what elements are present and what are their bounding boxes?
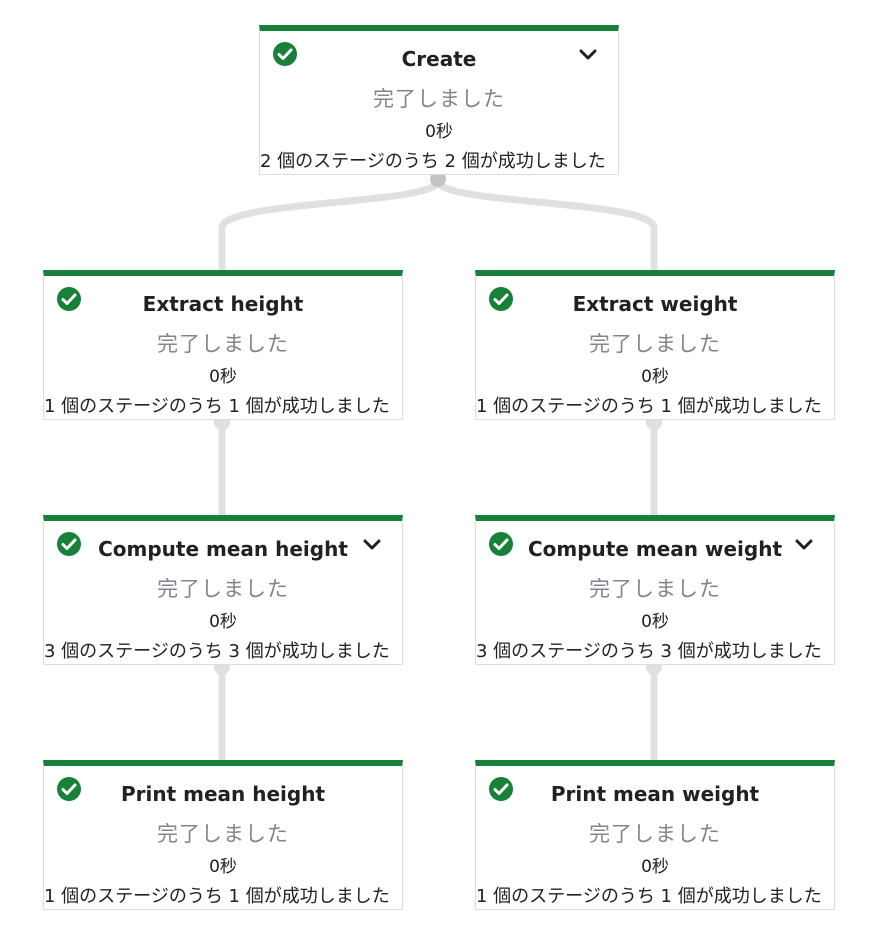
node-stage-progress: 1 個のステージのうち 1 個が成功しました: [44, 396, 390, 417]
node-status: 完了しました: [157, 332, 289, 356]
node-title: Create: [401, 47, 477, 71]
node-duration: 0秒: [425, 122, 453, 142]
pipeline-node-compute-mean-height[interactable]: Compute mean height 完了しました 0秒 3 個のステージのう…: [43, 515, 403, 665]
check-circle-icon: [489, 532, 513, 556]
node-stage-progress: 3 個のステージのうち 3 個が成功しました: [476, 641, 822, 662]
node-duration: 0秒: [209, 857, 237, 877]
node-status: 完了しました: [589, 332, 721, 356]
check-circle-icon: [57, 532, 81, 556]
check-circle-icon: [57, 287, 81, 311]
pipeline-node-compute-mean-weight[interactable]: Compute mean weight 完了しました 0秒 3 個のステージのう…: [475, 515, 835, 665]
node-stage-progress: 3 個のステージのうち 3 個が成功しました: [44, 641, 390, 662]
edge-create-to-extract-height: [218, 179, 442, 270]
pipeline-node-extract-height[interactable]: Extract height 完了しました 0秒 1 個のステージのうち 1 個…: [43, 270, 403, 420]
edge-create-to-extract-weight: [434, 179, 658, 270]
node-duration: 0秒: [641, 367, 669, 387]
chevron-down-icon[interactable]: [578, 48, 598, 62]
pipeline-node-create[interactable]: Create 完了しました 0秒 2 個のステージのうち 2 個が成功しました: [259, 25, 619, 175]
node-duration: 0秒: [209, 367, 237, 387]
pipeline-node-print-mean-height[interactable]: Print mean height 完了しました 0秒 1 個のステージのうち …: [43, 760, 403, 910]
edge-port-create: [430, 171, 446, 187]
node-stage-progress: 2 個のステージのうち 2 個が成功しました: [260, 151, 606, 172]
node-duration: 0秒: [641, 857, 669, 877]
check-circle-icon: [57, 777, 81, 801]
check-circle-icon: [489, 287, 513, 311]
node-stage-progress: 1 個のステージのうち 1 個が成功しました: [476, 886, 822, 907]
node-duration: 0秒: [641, 612, 669, 632]
node-title: Print mean height: [120, 782, 325, 806]
node-status: 完了しました: [373, 87, 505, 111]
node-duration: 0秒: [209, 612, 237, 632]
node-stage-progress: 1 個のステージのうち 1 個が成功しました: [44, 886, 390, 907]
node-title: Print mean weight: [550, 782, 760, 806]
node-title: Compute mean weight: [527, 537, 782, 561]
node-title: Extract height: [142, 292, 304, 316]
node-status: 完了しました: [589, 577, 721, 601]
chevron-down-icon[interactable]: [362, 538, 382, 552]
node-title: Extract weight: [572, 292, 738, 316]
node-status: 完了しました: [589, 822, 721, 846]
node-status: 完了しました: [157, 577, 289, 601]
check-circle-icon: [489, 777, 513, 801]
node-stage-progress: 1 個のステージのうち 1 個が成功しました: [476, 396, 822, 417]
pipeline-node-print-mean-weight[interactable]: Print mean weight 完了しました 0秒 1 個のステージのうち …: [475, 760, 835, 910]
chevron-down-icon[interactable]: [794, 538, 814, 552]
check-circle-icon: [273, 42, 297, 66]
node-title: Compute mean height: [98, 537, 348, 561]
node-status: 完了しました: [157, 822, 289, 846]
pipeline-node-extract-weight[interactable]: Extract weight 完了しました 0秒 1 個のステージのうち 1 個…: [475, 270, 835, 420]
